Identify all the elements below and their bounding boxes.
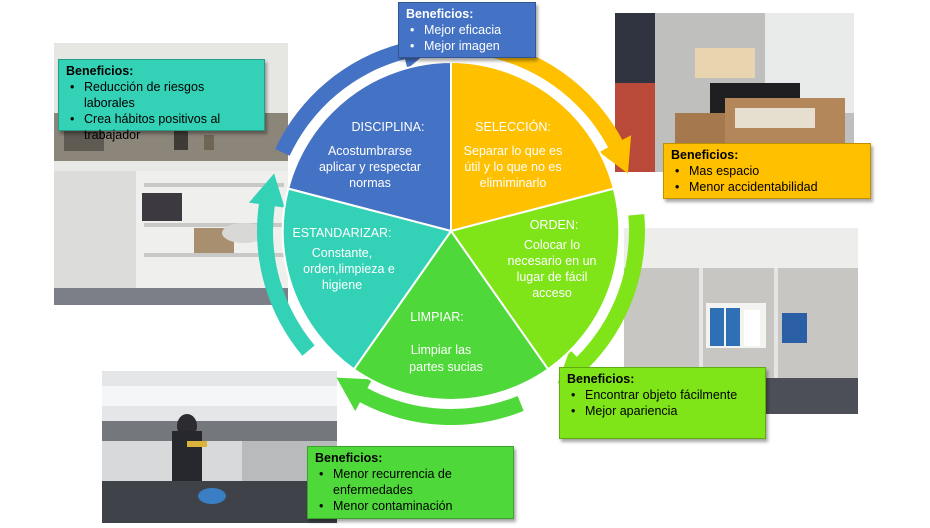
benefits-title: Beneficios: xyxy=(315,451,383,465)
limpiar-line-2: partes sucias xyxy=(409,360,483,374)
estandarizar-line-1: Constante, xyxy=(312,246,372,260)
benefit-item: Menor accidentabilidad xyxy=(675,179,864,195)
orden-line-2: necesario en un xyxy=(508,254,597,268)
benefit-item: Menor recurrencia de enfermedades xyxy=(319,466,507,498)
disciplina-line-3: normas xyxy=(349,176,391,190)
limpiar-line-1: Limpiar las xyxy=(411,343,471,357)
benefit-item: Menor contaminación xyxy=(319,498,507,514)
benefit-item: Crea hábitos positivos al trabajador xyxy=(70,111,258,143)
benefits-box-seleccion: Beneficios: Mas espacio Menor accidentab… xyxy=(663,143,871,199)
disciplina-title: DISCIPLINA: xyxy=(352,120,425,134)
orden-title: ORDEN: xyxy=(530,218,579,232)
orden-line-3: lugar de fácil xyxy=(517,270,588,284)
photo-cleaning-desk xyxy=(102,371,337,523)
segment-seleccion xyxy=(450,60,616,233)
benefits-title: Beneficios: xyxy=(406,7,474,21)
arrow-estandarizar-to-disciplina xyxy=(248,173,315,356)
estandarizar-title: ESTANDARIZAR: xyxy=(292,226,391,240)
segment-disciplina xyxy=(286,60,452,233)
benefits-box-orden: Beneficios: Encontrar objeto fácilmente … xyxy=(559,367,766,439)
segment-estandarizar xyxy=(281,187,453,371)
estandarizar-line-2: orden,limpieza e xyxy=(303,262,395,276)
orden-line-4: acceso xyxy=(532,286,572,300)
benefit-item: Mejor eficacia xyxy=(410,22,529,38)
benefits-title: Beneficios: xyxy=(671,148,739,162)
seleccion-title: SELECCIÓN: xyxy=(475,119,551,134)
seleccion-line-3: elimiminarlo xyxy=(480,176,547,190)
orden-line-1: Colocar lo xyxy=(524,238,580,252)
benefit-item: Mejor imagen xyxy=(410,38,529,54)
arrow-orden-to-limpiar xyxy=(557,214,645,384)
benefit-item: Encontrar objeto fácilmente xyxy=(571,387,759,403)
benefit-item: Mejor apariencia xyxy=(571,403,759,419)
benefits-box-limpiar: Beneficios: Menor recurrencia de enferme… xyxy=(307,446,514,519)
benefit-item: Reducción de riesgos laborales xyxy=(70,79,258,111)
disciplina-line-2: aplicar y respectar xyxy=(319,160,421,174)
benefits-title: Beneficios: xyxy=(66,64,134,78)
disciplina-line-1: Acostumbrarse xyxy=(328,144,412,158)
seleccion-line-1: Separar lo que es xyxy=(464,144,563,158)
limpiar-title: LIMPIAR: xyxy=(410,310,464,324)
estandarizar-line-3: higiene xyxy=(322,278,362,292)
segment-limpiar xyxy=(352,229,550,401)
arrow-limpiar-to-estandarizar xyxy=(336,377,524,425)
seleccion-line-2: útil y lo que no es xyxy=(464,160,561,174)
benefits-box-estandarizar: Beneficios: Reducción de riesgos laboral… xyxy=(58,59,265,142)
benefit-item: Mas espacio xyxy=(675,163,864,179)
benefits-title: Beneficios: xyxy=(567,372,635,386)
benefits-box-disciplina: Beneficios: Mejor eficacia Mejor imagen xyxy=(398,2,536,58)
segment-orden xyxy=(449,187,621,371)
